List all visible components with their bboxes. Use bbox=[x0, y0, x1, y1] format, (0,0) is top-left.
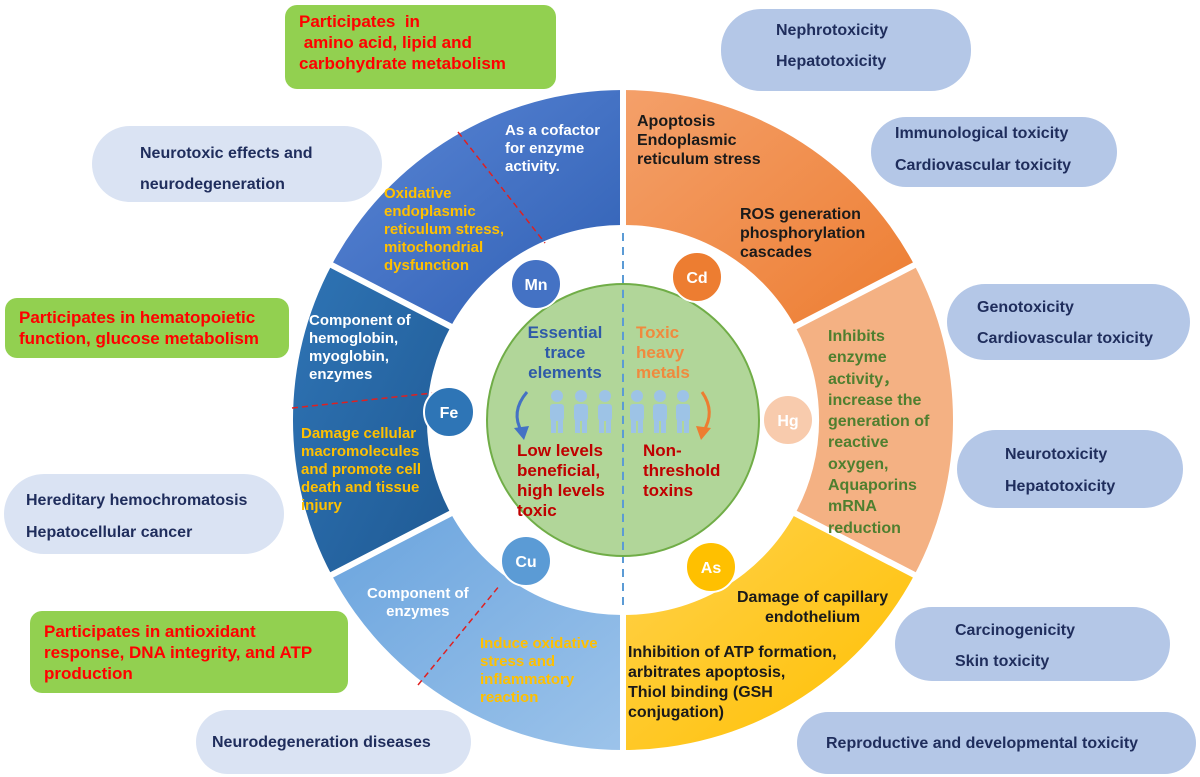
person-figure bbox=[653, 390, 667, 433]
toxic-effect: Non- threshold toxins bbox=[643, 441, 733, 501]
essential-line: Essential bbox=[527, 323, 603, 342]
as-mechanism2-text: Inhibition of ATP formation,arbitrates a… bbox=[628, 644, 837, 721]
cd-sector bbox=[623, 90, 915, 327]
participates-line: Participates in hematopoietic bbox=[19, 308, 256, 327]
toxic-line: Toxic bbox=[636, 323, 680, 342]
hg-effects2-pill: Neurotoxicity Hepatotoxicity bbox=[957, 430, 1183, 508]
mn-effects-pill: Neurotoxic effects and neurodegeneration bbox=[92, 126, 382, 202]
participates-line: carbohydrate metabolism bbox=[299, 54, 506, 73]
cd-effects1-pill: Nephrotoxicity Hepatotoxicity bbox=[721, 9, 971, 91]
as-effects2-pill: Reproductive and developmental toxicity bbox=[797, 712, 1196, 774]
hg-sector bbox=[795, 265, 954, 575]
fe-participates-box: Participates in hematopoietic function, … bbox=[5, 298, 289, 358]
essential-curved-arrow bbox=[514, 391, 529, 440]
participates-line: Participates in bbox=[299, 12, 420, 31]
person-figure bbox=[574, 390, 588, 433]
cd-label: Cd bbox=[686, 270, 707, 287]
fe-label: Fe bbox=[440, 405, 459, 422]
cd-effects2-pill: Immunological toxicity Cardiovascular to… bbox=[871, 117, 1117, 187]
toxic-effect-line: toxins bbox=[643, 481, 694, 500]
toxic-line: heavy bbox=[636, 343, 685, 362]
cu-effects-pill: Neurodegeneration diseases bbox=[196, 710, 471, 774]
hg-circle: Hg bbox=[762, 394, 814, 446]
essential-line: trace bbox=[544, 343, 586, 362]
as-effects1-pill: Carcinogenicity Skin toxicity bbox=[895, 607, 1170, 681]
toxic-effect-line: threshold bbox=[643, 461, 721, 480]
cu-circle: Cu bbox=[500, 535, 552, 587]
toxic-curved-arrow bbox=[696, 391, 711, 440]
mn-participates-box: Participates in amino acid, lipid and ca… bbox=[285, 5, 556, 89]
hg-effects1-pill: Genotoxicity Cardiovascular toxicity bbox=[947, 284, 1190, 360]
toxic-label: Toxic heavy metals bbox=[636, 323, 696, 383]
cu-participates-box: Participates in antioxidant response, DN… bbox=[30, 611, 348, 693]
red-dashed-dividers bbox=[291, 131, 546, 686]
hg-label: Hg bbox=[777, 413, 798, 430]
essential-effect-line: toxic bbox=[517, 501, 557, 520]
person-figure bbox=[598, 390, 612, 433]
participates-line: production bbox=[44, 664, 133, 683]
mn-sector bbox=[331, 90, 623, 327]
cu-sector bbox=[331, 513, 623, 750]
as-sector bbox=[623, 513, 915, 750]
people-figures bbox=[550, 390, 690, 433]
toxic-effect-line: Non- bbox=[643, 441, 682, 460]
participates-line: Participates in antioxidant bbox=[44, 622, 256, 641]
essential-line: elements bbox=[528, 363, 602, 382]
mn-circle: Mn bbox=[510, 258, 562, 310]
essential-effect-line: high levels bbox=[517, 481, 605, 500]
essential-effect: Low levels beneficial, high levels toxic bbox=[517, 441, 617, 521]
mn-label: Mn bbox=[524, 277, 547, 294]
cd-circle: Cd bbox=[671, 251, 723, 303]
participates-line: amino acid, lipid and bbox=[299, 33, 472, 52]
fe-effects-pill: Hereditary hemochromatosis Hepatocellula… bbox=[4, 474, 284, 554]
person-figure bbox=[630, 390, 644, 433]
as-circle: As bbox=[685, 541, 737, 593]
fe-sector bbox=[292, 265, 451, 575]
sector-dividers bbox=[326, 86, 920, 754]
fe-circle: Fe bbox=[423, 386, 475, 438]
person-figure bbox=[676, 390, 690, 433]
essential-effect-line: Low levels bbox=[517, 441, 603, 460]
participates-line: response, DNA integrity, and ATP bbox=[44, 643, 313, 662]
essential-effect-line: beneficial, bbox=[517, 461, 601, 480]
person-figure bbox=[550, 390, 564, 433]
as-label: As bbox=[701, 560, 722, 577]
toxic-line: metals bbox=[636, 363, 690, 382]
cu-label: Cu bbox=[515, 554, 536, 571]
participates-line: function, glucose metabolism bbox=[19, 329, 259, 348]
essential-label: Essential trace elements bbox=[520, 323, 610, 383]
